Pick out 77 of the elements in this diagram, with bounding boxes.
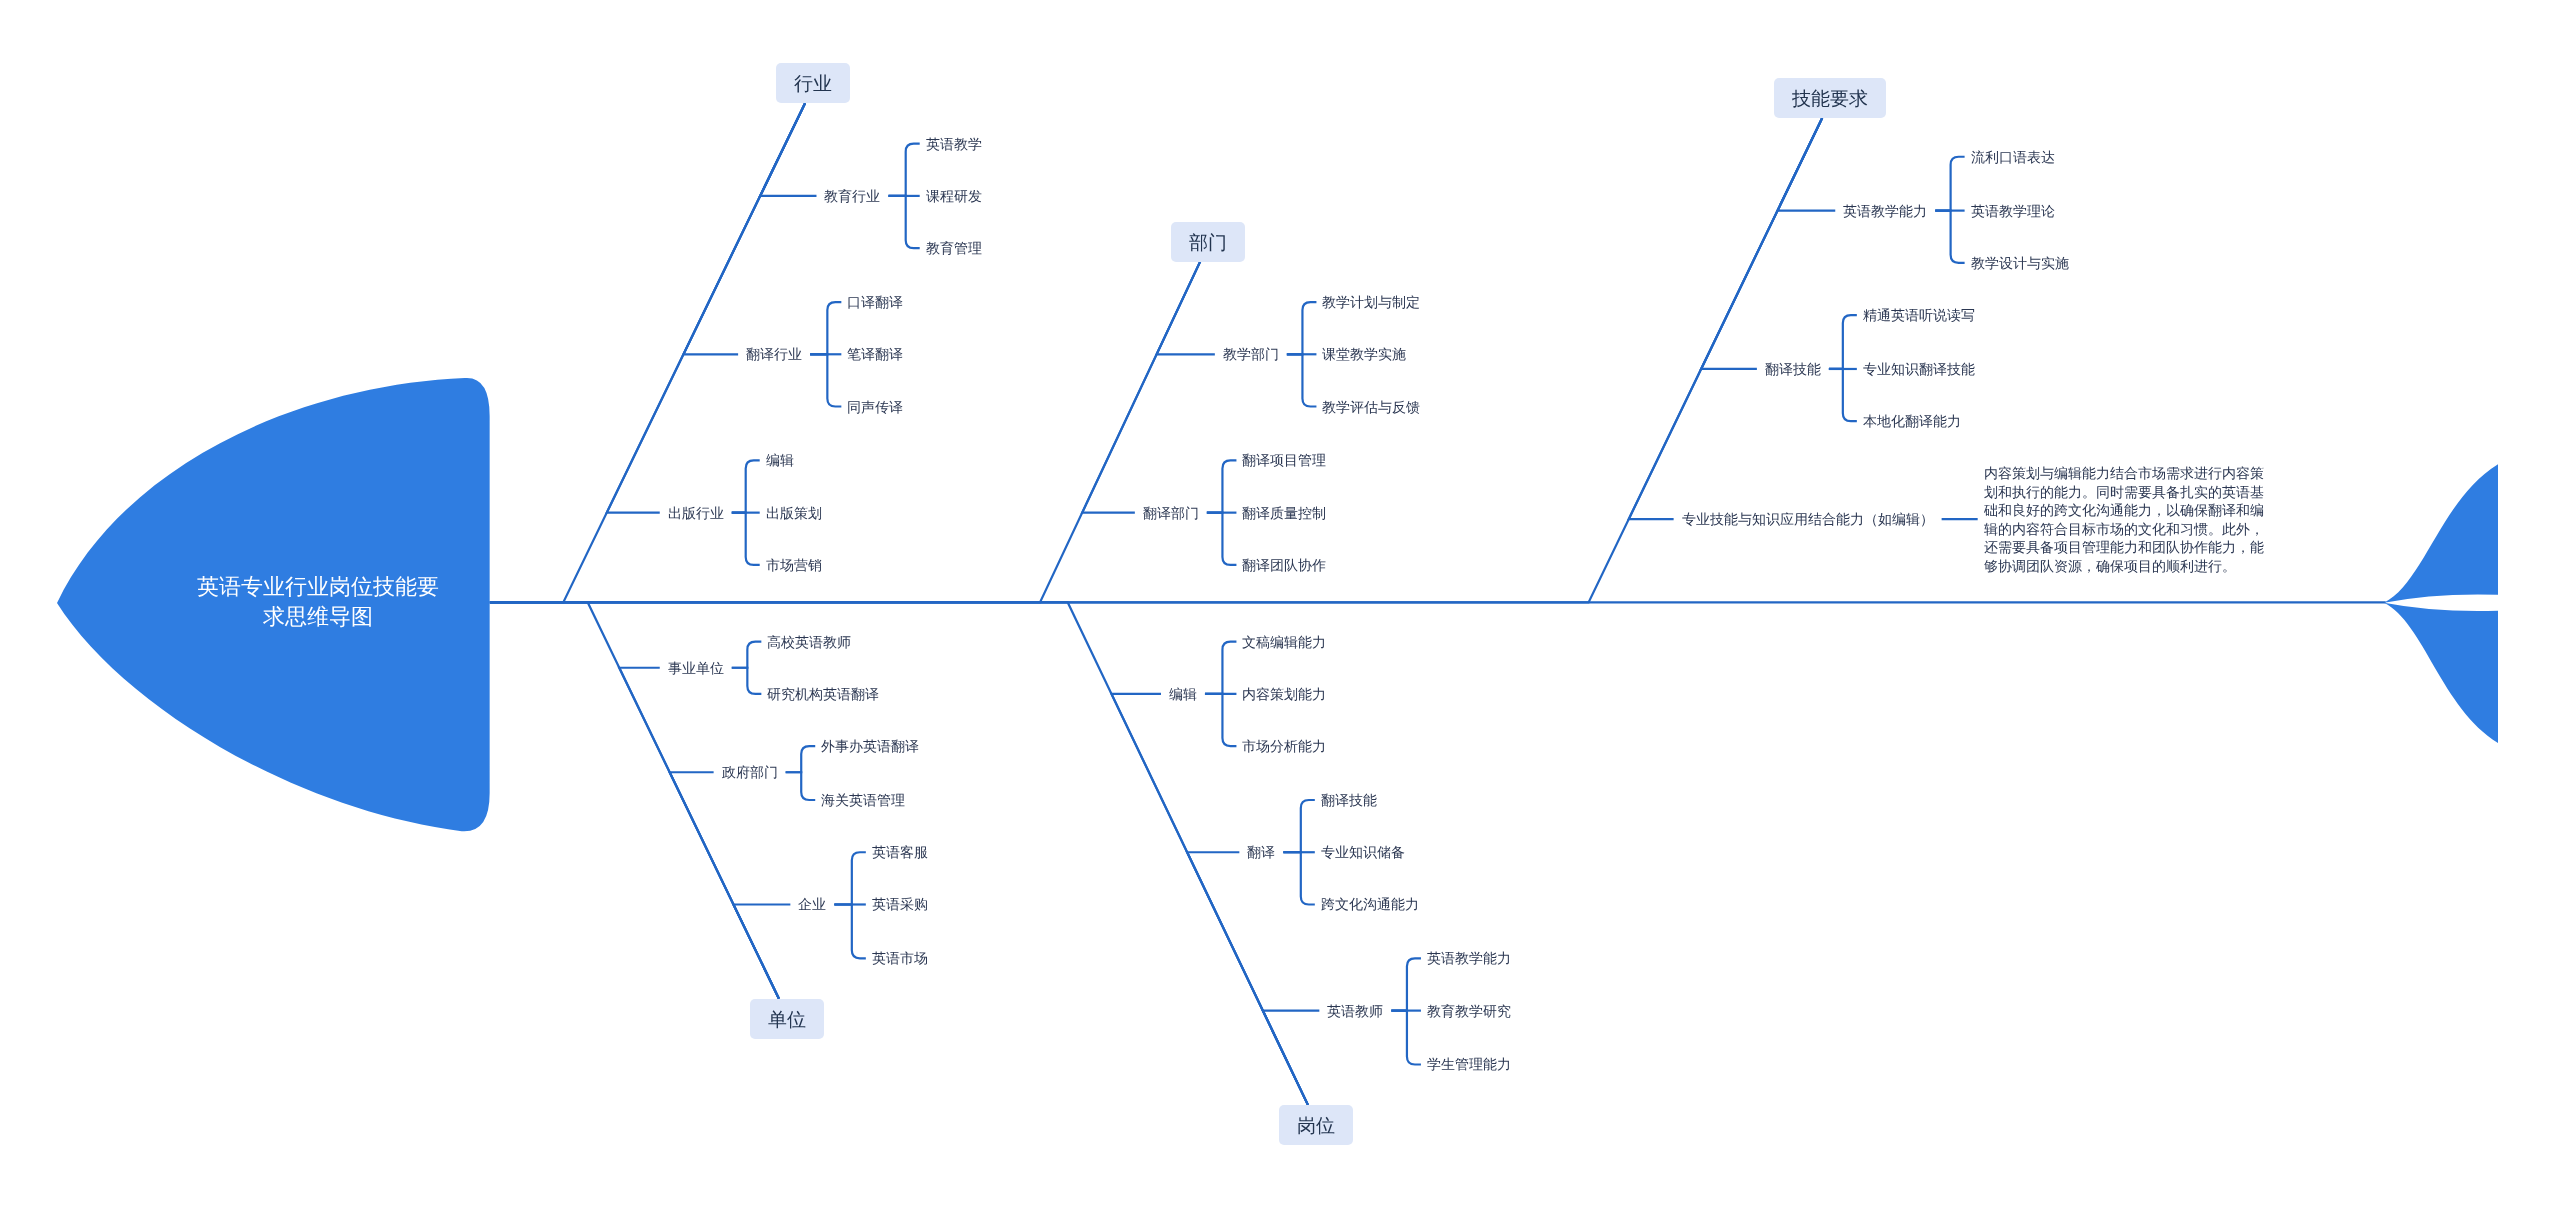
bracket-line <box>1206 511 1237 566</box>
item-label: 精通英语听说读写 <box>1862 306 1975 325</box>
branch-label: 翻译技能 <box>1764 359 1821 378</box>
item-label: 研究机构英语翻译 <box>767 684 880 703</box>
item-label: 市场营销 <box>765 555 822 574</box>
item-label: 英语教学 <box>925 134 982 153</box>
item-label: 教育教学研究 <box>1426 1001 1511 1020</box>
branch-label: 教学部门 <box>1222 345 1279 364</box>
bracket-line <box>1941 518 1978 521</box>
branch-label: 翻译部门 <box>1142 503 1199 522</box>
bracket-line <box>731 511 760 566</box>
bracket-line <box>834 903 866 960</box>
item-label: 笔译翻译 <box>847 345 904 364</box>
item-label: 课堂教学实施 <box>1322 345 1407 364</box>
branch-label: 英语教师 <box>1327 1001 1384 1020</box>
branch-label: 编辑 <box>1168 684 1197 703</box>
item-label: 口译翻译 <box>847 293 904 312</box>
description-text: 内容策划与编辑能力结合市场需求进行内容策划和执行的能力。同时需要具备扎实的英语基础和良好的跨文化沟通能力，以确保翻译和编辑的内容符合目标市场的文化和习惯。此外，还需要具备项目管理能力和团队协作能力，能够协调团队资源，确保项目的顺利进行。 <box>1983 463 2276 575</box>
branch-line <box>1261 1009 1320 1106</box>
bracket-line <box>785 771 816 802</box>
branch-line <box>1626 117 1824 521</box>
item-label: 同声传译 <box>847 397 904 416</box>
bracket-line <box>1391 1009 1421 1066</box>
bracket-line <box>731 666 762 695</box>
branch-line <box>1080 261 1202 514</box>
item-label: 市场分析能力 <box>1242 737 1327 756</box>
item-label: 英语教学能力 <box>1426 949 1511 968</box>
bracket-line <box>1286 353 1317 408</box>
item-label: 教学评估与反馈 <box>1322 397 1421 416</box>
bracket-line <box>1935 209 1965 264</box>
category-box: 岗位 <box>1278 1104 1353 1145</box>
item-label: 本地化翻译能力 <box>1862 412 1961 431</box>
branch-label: 政府部门 <box>721 763 778 782</box>
branch-label: 企业 <box>798 895 827 914</box>
item-label: 编辑 <box>765 451 794 470</box>
item-label: 文稿编辑能力 <box>1242 632 1327 651</box>
item-label: 英语教学理论 <box>1970 201 2055 220</box>
item-label: 英语市场 <box>871 949 928 968</box>
item-label: 翻译技能 <box>1320 791 1377 809</box>
bracket-line <box>1204 692 1237 748</box>
bracket-line <box>1283 851 1315 906</box>
branch-label: 事业单位 <box>667 658 724 677</box>
bracket-line <box>888 194 920 250</box>
item-label: 高校英语教师 <box>767 632 852 651</box>
bracket-line <box>810 353 842 408</box>
category-box: 技能要求 <box>1774 77 1887 118</box>
branch-label: 翻译行业 <box>746 345 803 364</box>
branch-line <box>731 903 791 1000</box>
item-label: 翻译团队协作 <box>1242 555 1327 574</box>
item-label: 专业知识储备 <box>1320 843 1405 862</box>
title-text: 英语专业行业岗位技能要求思维导图 <box>196 573 441 632</box>
item-label: 英语采购 <box>871 895 928 914</box>
item-label: 外事办英语翻译 <box>821 737 920 756</box>
item-label: 翻译项目管理 <box>1242 451 1327 470</box>
category-box: 单位 <box>749 998 824 1039</box>
item-label: 内容策划能力 <box>1242 684 1327 703</box>
item-label: 出版策划 <box>765 503 822 522</box>
item-label: 教学设计与实施 <box>1970 253 2069 272</box>
branch-label: 专业技能与知识应用结合能力（如编辑） <box>1681 510 1934 529</box>
bracket-line <box>1828 367 1857 423</box>
item-label: 海关英语管理 <box>821 791 906 809</box>
item-label: 跨文化沟通能力 <box>1320 895 1419 914</box>
category-box: 部门 <box>1171 221 1246 262</box>
branch-label: 出版行业 <box>667 503 724 522</box>
item-label: 学生管理能力 <box>1426 1055 1511 1074</box>
item-label: 教学计划与制定 <box>1322 293 1421 312</box>
item-label: 专业知识翻译技能 <box>1862 359 1975 378</box>
item-label: 流利口语表达 <box>1970 147 2055 166</box>
branch-label: 教育行业 <box>824 186 881 205</box>
category-box: 行业 <box>776 63 851 104</box>
branch-line <box>605 102 807 514</box>
item-label: 课程研发 <box>925 186 982 205</box>
item-label: 教育管理 <box>925 239 982 258</box>
item-label: 翻译质量控制 <box>1242 503 1327 522</box>
branch-label: 英语教学能力 <box>1843 201 1928 220</box>
item-label: 英语客服 <box>871 843 928 862</box>
branch-label: 翻译 <box>1247 843 1276 862</box>
